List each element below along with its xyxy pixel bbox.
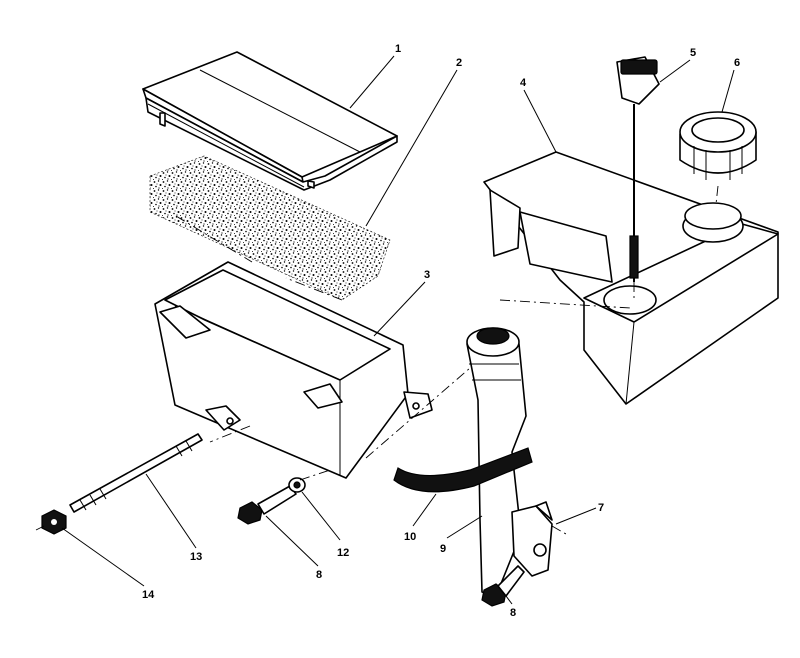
callout-8-right: 8 [510,607,516,619]
short-bolt-right [481,565,525,607]
callout-6: 6 [734,57,740,69]
callout-1: 1 [395,43,401,55]
callout-3: 3 [424,269,430,281]
mounting-bracket [511,501,553,577]
dipstick [616,56,660,282]
callout-8-left: 8 [316,569,322,581]
alignment-lines [35,185,719,535]
long-bolt [69,433,203,513]
hex-nut [41,509,67,535]
callout-14: 14 [142,589,155,601]
callout-7: 7 [598,502,604,514]
callout-12: 12 [337,547,349,559]
washer [288,477,306,493]
callout-10: 10 [404,531,416,543]
fuel-cap [679,111,757,180]
air-cleaner-base [154,261,433,479]
callout-13: 13 [190,551,202,563]
foam-filter-element [149,155,391,301]
callout-9: 9 [440,543,446,555]
fuel-hose [393,447,533,493]
short-bolt-left [237,485,297,525]
callout-5: 5 [690,47,696,59]
callout-2: 2 [456,57,462,69]
air-cleaner-cover [142,51,398,191]
callout-4: 4 [520,77,527,89]
leader-lines [61,55,735,605]
callout-labels: 1 2 3 4 5 6 7 8 9 10 12 8 13 14 [142,43,740,619]
